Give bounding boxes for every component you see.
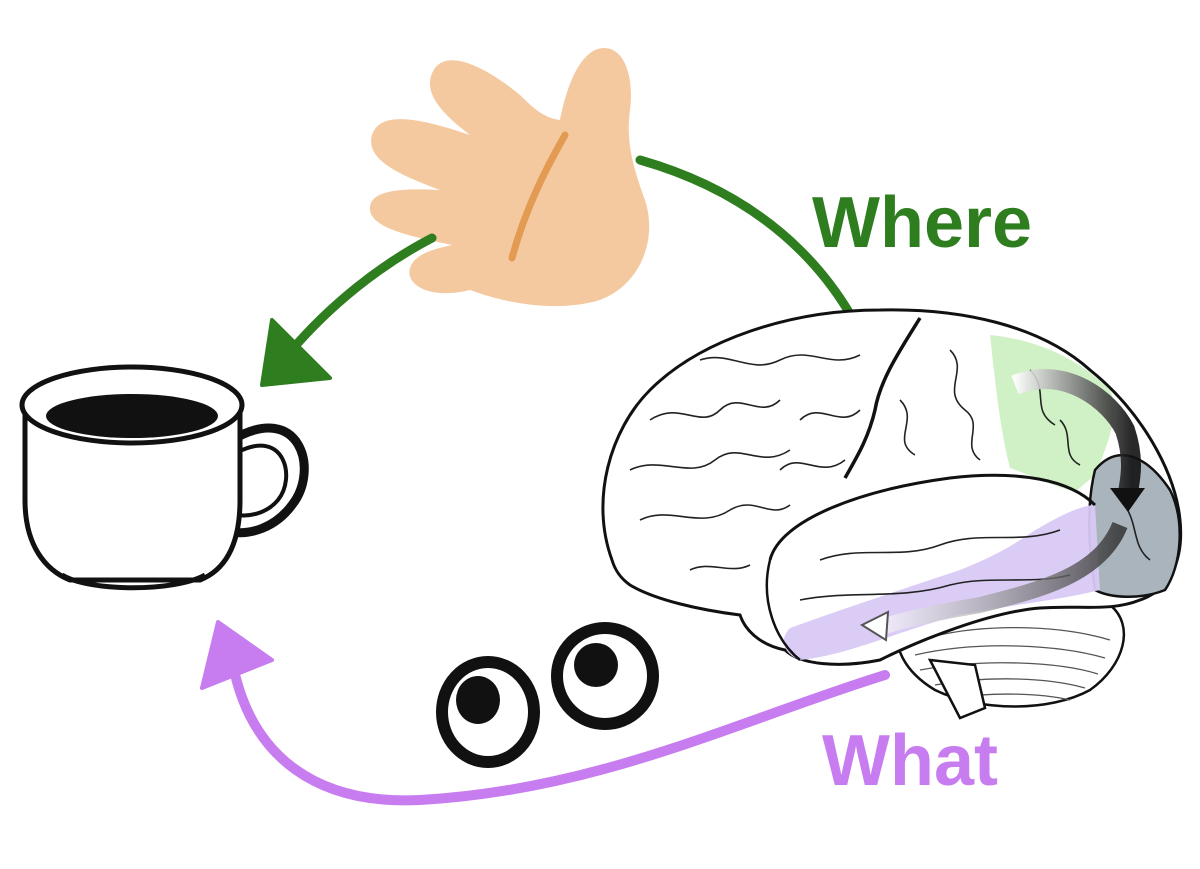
what-label: What	[822, 721, 998, 801]
ventral-stream-arrow	[877, 521, 1128, 636]
hand-icon	[369, 48, 650, 307]
dorsal-stream-arrow	[1011, 369, 1142, 494]
brain-icon	[601, 308, 1183, 720]
palm-crease	[508, 131, 569, 262]
eyes-icon	[436, 622, 659, 768]
ventral-stream-region	[783, 505, 1100, 660]
brain-stem	[927, 658, 987, 720]
what-arrow	[200, 620, 890, 806]
where-label: Where	[812, 183, 1032, 263]
coffee-cup-icon	[19, 364, 309, 591]
